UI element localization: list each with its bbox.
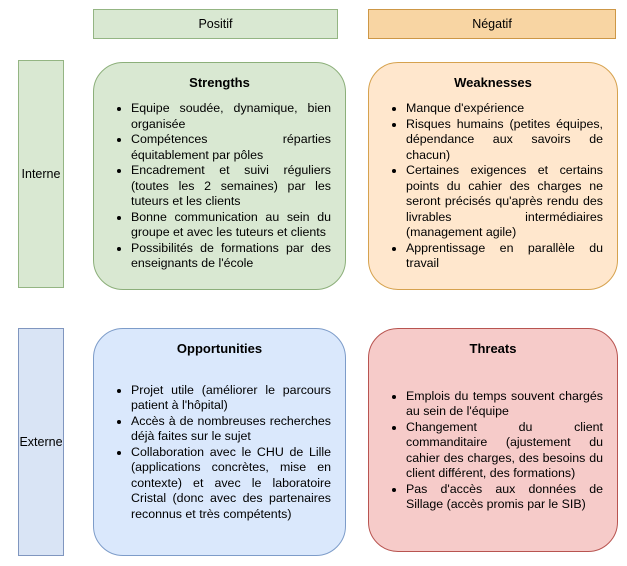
column-header-positive: Positif bbox=[93, 9, 338, 39]
column-header-negative-label: Négatif bbox=[472, 17, 512, 31]
bullet-item: Certaines exigences et certains points d… bbox=[406, 163, 603, 241]
bullet-item: Collaboration avec le CHU de Lille (appl… bbox=[131, 445, 331, 523]
bullet-item: Bonne communication au sein du groupe et… bbox=[131, 210, 331, 241]
quadrant-threats-body: Emplois du temps souvent chargés au sein… bbox=[369, 356, 617, 551]
quadrant-opportunities-body: Projet utile (améliorer le parcours pati… bbox=[94, 356, 345, 555]
bullet-item: Apprentissage en parallèle du travail bbox=[406, 241, 603, 272]
bullet-item: Pas d'accès aux données de Sillage (accè… bbox=[406, 482, 603, 513]
bullet-list: Emplois du temps souvent chargés au sein… bbox=[369, 389, 617, 519]
column-header-positive-label: Positif bbox=[198, 17, 233, 31]
quadrant-strengths-body: Equipe soudée, dynamique, bien organisée… bbox=[94, 90, 345, 289]
bullet-item: Risques humains (petites équipes, dépend… bbox=[406, 117, 603, 164]
quadrant-strengths: Strengths Equipe soudée, dynamique, bien… bbox=[93, 62, 346, 290]
bullet-item: Projet utile (améliorer le parcours pati… bbox=[131, 383, 331, 414]
bullet-list: Manque d'expérienceRisques humains (peti… bbox=[369, 101, 617, 278]
bullet-item: Changement du client commanditaire (ajus… bbox=[406, 420, 603, 482]
quadrant-opportunities-title: Opportunities bbox=[176, 341, 263, 356]
quadrant-strengths-title: Strengths bbox=[189, 75, 250, 90]
row-header-external: Externe bbox=[18, 328, 64, 556]
bullet-item: Possibilités de formations par des ensei… bbox=[131, 241, 331, 272]
quadrant-weaknesses: Weaknesses Manque d'expérienceRisques hu… bbox=[368, 62, 618, 290]
row-header-external-label: Externe bbox=[19, 435, 63, 449]
bullet-list: Equipe soudée, dynamique, bien organisée… bbox=[94, 101, 345, 278]
bullet-list: Projet utile (améliorer le parcours pati… bbox=[94, 383, 345, 529]
quadrant-threats: Threats Emplois du temps souvent chargés… bbox=[368, 328, 618, 552]
bullet-item: Equipe soudée, dynamique, bien organisée bbox=[131, 101, 331, 132]
quadrant-weaknesses-body: Manque d'expérienceRisques humains (peti… bbox=[369, 90, 617, 289]
row-header-internal-label: Interne bbox=[21, 167, 61, 181]
bullet-item: Accès à de nombreuses recherches déjà fa… bbox=[131, 414, 331, 445]
quadrant-threats-title: Threats bbox=[469, 341, 517, 356]
bullet-item: Encadrement et suivi réguliers (toutes l… bbox=[131, 163, 331, 210]
quadrant-opportunities: Opportunities Projet utile (améliorer le… bbox=[93, 328, 346, 556]
quadrant-weaknesses-title: Weaknesses bbox=[454, 75, 532, 90]
column-header-negative: Négatif bbox=[368, 9, 616, 39]
row-header-internal: Interne bbox=[18, 60, 64, 288]
bullet-item: Emplois du temps souvent chargés au sein… bbox=[406, 389, 603, 420]
bullet-item: Manque d'expérience bbox=[406, 101, 603, 117]
bullet-item: Compétences réparties équitablement par … bbox=[131, 132, 331, 163]
